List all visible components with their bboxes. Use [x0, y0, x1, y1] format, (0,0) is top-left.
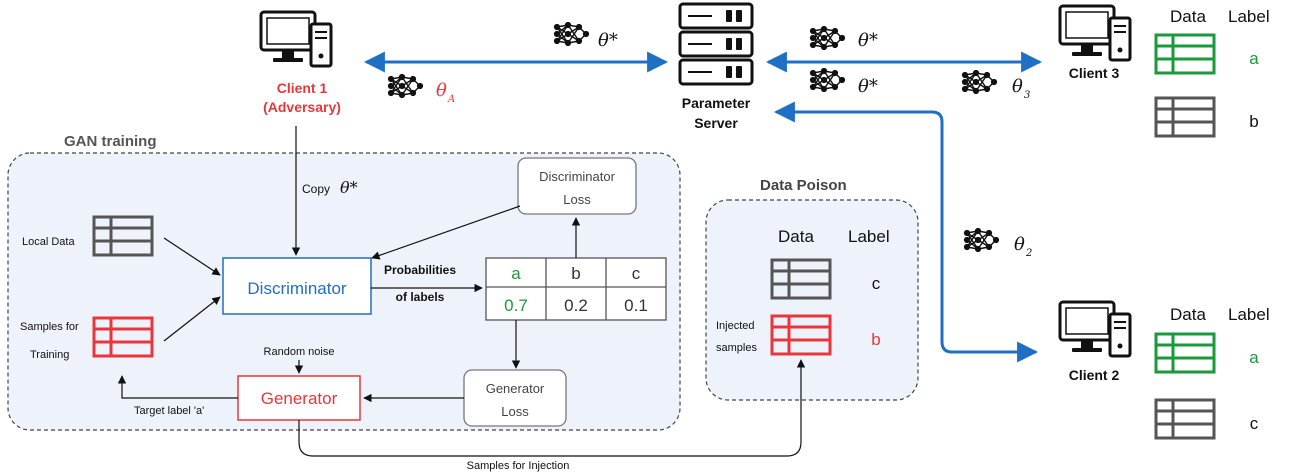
client3-link-theta-star: θ* — [858, 30, 878, 51]
client2-theta-subscript: 2 — [1025, 248, 1032, 259]
server-name-line2: Server — [694, 115, 738, 131]
client2-table-icon-a — [1154, 332, 1216, 374]
client2-label-header: Label — [1228, 305, 1270, 324]
client2-table-icon-c — [1154, 398, 1216, 440]
poison-data-header: Data — [778, 227, 814, 246]
random-noise-label: Random noise — [264, 346, 335, 358]
target-label-text: Target label 'a' — [134, 405, 204, 417]
prob-header-c: c — [632, 264, 641, 283]
client2-name: Client 2 — [1069, 367, 1120, 383]
global-model-neural-network-icon — [553, 21, 590, 47]
client1-theta-symbol: θ — [436, 80, 447, 101]
prob-value-b: 0.2 — [564, 296, 588, 315]
client3-computer-icon — [1058, 4, 1132, 62]
generator-label: Generator — [261, 389, 338, 408]
local-data-label: Local Data — [22, 236, 75, 248]
local-data-to-discriminator-arrow — [163, 237, 221, 276]
client3-data-header: Data — [1170, 7, 1206, 26]
copy-label: Copy — [302, 182, 330, 196]
client1-link-theta-star: θ* — [598, 30, 618, 51]
injected-samples-line2: samples — [716, 342, 757, 354]
client3-label-header: Label — [1228, 7, 1270, 26]
poison-label-b: b — [871, 330, 880, 349]
probabilities-table: a b c 0.7 0.2 0.1 — [485, 257, 667, 321]
client2-up-neural-network-icon — [963, 227, 1000, 253]
prob-value-c: 0.1 — [624, 296, 648, 315]
client1-name: Client 1 — [277, 80, 328, 96]
client2-down-neural-network-icon — [809, 67, 846, 93]
client2-computer-icon — [1058, 300, 1132, 358]
samples-to-discriminator-arrow — [163, 296, 221, 342]
prob-header-a: a — [511, 264, 521, 283]
injection-arrow — [298, 359, 806, 457]
discriminator-label: Discriminator — [247, 279, 347, 298]
client3-table-icon-b — [1154, 96, 1216, 138]
disc-loss-to-discriminator-arrow — [371, 205, 521, 260]
discriminator-loss-line1: Discriminator — [539, 169, 616, 184]
client3-down-neural-network-icon — [809, 25, 846, 51]
injected-samples-line1: Injected — [716, 320, 755, 332]
samples-label-line2: Training — [30, 349, 69, 361]
discriminator-loss-line2: Loss — [563, 192, 591, 207]
server-name-line1: Parameter — [682, 95, 751, 111]
client3-up-neural-network-icon — [961, 69, 998, 95]
generator-to-samples-arrow — [117, 375, 238, 399]
injection-label: Samples for Injection — [467, 460, 570, 472]
client3-theta-symbol: θ — [1012, 76, 1023, 97]
generator-box — [237, 375, 361, 421]
client2-data-header: Data — [1170, 305, 1206, 324]
samples-label-line1: Samples for — [20, 321, 79, 333]
data-poison-title: Data Poison — [760, 177, 847, 194]
generator-loss-line1: Generator — [486, 381, 545, 396]
server-client2-link-arrow — [773, 101, 1039, 363]
client3-theta-subscript: 3 — [1024, 90, 1030, 101]
client3-label-b: b — [1249, 112, 1258, 131]
discriminator-loss-box — [517, 157, 637, 215]
poison-label-header: Label — [848, 227, 890, 246]
generator-loss-line2: Loss — [501, 404, 529, 419]
prob-header-b: b — [571, 264, 580, 283]
probabilities-label-line1: Probabilities — [384, 263, 456, 277]
client1-role: (Adversary) — [263, 99, 341, 115]
client1-theta-subscript: A — [447, 94, 455, 105]
client2-theta-symbol: θ — [1014, 234, 1025, 255]
client3-name: Client 3 — [1069, 65, 1120, 81]
client2-label-a: a — [1249, 348, 1259, 367]
prob-value-a: 0.7 — [504, 296, 528, 315]
client1-computer-icon — [259, 10, 333, 68]
discriminator-box — [222, 257, 372, 315]
client1-model-neural-network-icon — [387, 73, 424, 99]
gan-training-title: GAN training — [64, 133, 157, 150]
probabilities-label-line2: of labels — [396, 290, 445, 304]
client2-label-c: c — [1250, 414, 1259, 433]
client3-table-icon-a — [1154, 33, 1216, 75]
poison-label-c: c — [872, 274, 881, 293]
parameter-server-icon — [678, 2, 754, 86]
client3-label-a: a — [1249, 49, 1259, 68]
copy-theta-star: θ* — [340, 178, 358, 197]
client2-link-theta-star: θ* — [858, 76, 878, 97]
